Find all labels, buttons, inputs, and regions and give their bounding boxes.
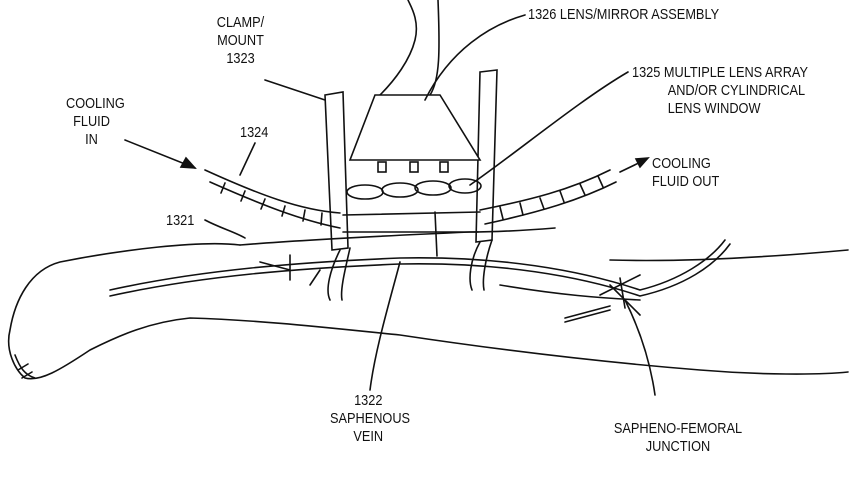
- junction-marker: [600, 275, 640, 315]
- junction-label-line: JUNCTION: [610, 438, 746, 456]
- fluid-out-label-line: FLUID OUT: [652, 173, 719, 191]
- lens-array: [347, 179, 481, 199]
- clamp-right: [476, 70, 497, 242]
- fluid-in-label: COOLING FLUID IN: [66, 95, 117, 149]
- fluid-out-label: COOLING FLUID OUT: [652, 155, 719, 191]
- clamp-left: [325, 92, 348, 250]
- clamp-label-line: 1323: [215, 50, 266, 68]
- lens-array-label-line: 1325 MULTIPLE LENS ARRAY: [632, 64, 808, 82]
- junction-label: SAPHENO-FEMORAL JUNCTION: [610, 420, 746, 456]
- fluid-in-label-line: COOLING: [66, 95, 117, 113]
- lens-assembly: [380, 0, 439, 95]
- vein-label-line: SAPHENOUS: [330, 410, 407, 428]
- vein-label-line: 1322: [330, 392, 407, 410]
- fluid-in-label-line: FLUID: [66, 113, 117, 131]
- lens-array-label: 1325 MULTIPLE LENS ARRAY AND/OR CYLINDRI…: [632, 64, 808, 118]
- saphenous-vein: [110, 240, 725, 290]
- tube-label: 1324: [240, 124, 268, 142]
- lens-assembly-label: 1326 LENS/MIRROR ASSEMBLY: [528, 6, 719, 24]
- leg-label: 1321: [166, 212, 194, 230]
- lens-array-label-line: LENS WINDOW: [632, 100, 808, 118]
- clamp-label-line: CLAMP/: [215, 14, 266, 32]
- vein-label: 1322 SAPHENOUS VEIN: [330, 392, 407, 446]
- cooling-tube-left: [205, 170, 340, 228]
- vein-label-line: VEIN: [330, 428, 407, 446]
- cooling-tube-right: [480, 170, 616, 224]
- junction-label-line: SAPHENO-FEMORAL: [610, 420, 746, 438]
- fluid-in-label-line: IN: [66, 131, 117, 149]
- clamp-label-line: MOUNT: [215, 32, 266, 50]
- clamp-label: CLAMP/ MOUNT 1323: [215, 14, 266, 68]
- lens-array-label-line: AND/OR CYLINDRICAL: [632, 82, 808, 100]
- fluid-out-label-line: COOLING: [652, 155, 719, 173]
